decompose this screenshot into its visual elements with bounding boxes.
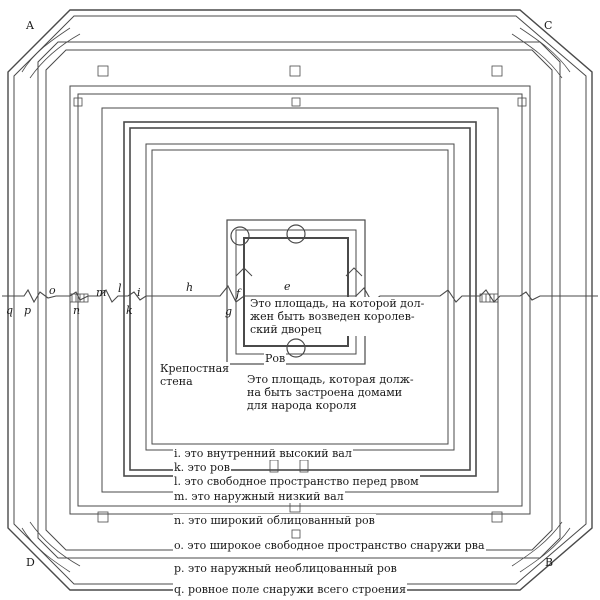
- corner-ornament-a: [21, 27, 81, 79]
- section-label-o: o: [49, 284, 56, 297]
- legend-item-p: p. это наружный необлицованный ров: [173, 562, 398, 575]
- palace-area-annotation: Это площадь, на которой дол- жен быть во…: [249, 297, 426, 336]
- corner-label-c: C: [544, 19, 553, 32]
- palace-area-line-1: Это площадь, на которой дол-: [250, 297, 425, 310]
- fortress-wall-outer: [226, 219, 366, 365]
- people-area-line-1: Это площадь, которая долж-: [247, 373, 414, 386]
- section-label-g: g: [225, 305, 233, 318]
- tower-nw: [230, 226, 250, 246]
- palace-area-line-3: ский дворец: [250, 323, 322, 336]
- section-label-h: h: [186, 281, 194, 294]
- legend-item-l: l. это свободное пространство перед рвом: [173, 475, 420, 488]
- tower-n: [286, 224, 306, 244]
- gate-markers: [73, 65, 527, 539]
- section-label-m: m: [96, 286, 107, 299]
- section-label-e: e: [284, 280, 291, 293]
- section-label-q: q: [6, 304, 14, 317]
- legend-item-n: n. это широкий облицованный ров: [173, 514, 376, 527]
- legend-item-o: o. это широкое свободное пространство сн…: [173, 539, 486, 552]
- people-area-line-3: для народа короля: [247, 399, 357, 412]
- fortress-moat: [243, 237, 349, 347]
- section-label-k: k: [126, 304, 133, 317]
- tower-s: [286, 338, 306, 358]
- section-label-i: i: [137, 286, 141, 299]
- outer-octagon: [7, 9, 593, 591]
- people-area-line-2: на быть застроена домами: [247, 386, 403, 399]
- corner-label-d: D: [26, 556, 35, 569]
- people-area-annotation: Это площадь, которая долж- на быть застр…: [246, 373, 415, 412]
- fortress-wall-line-1: Крепостная: [160, 362, 230, 375]
- legend-item-k: k. это ров: [173, 461, 231, 474]
- legend-item-m: m. это наружный низкий вал: [173, 490, 345, 503]
- section-label-p: p: [24, 304, 32, 317]
- gate-w: [235, 267, 253, 277]
- moat-annotation: Ров: [264, 352, 287, 365]
- legend-item-q: q. ровное поле снаружи всего строения: [173, 583, 408, 596]
- fortress-wall-line-2: стена: [160, 375, 193, 388]
- corner-ornament-c: [511, 27, 571, 79]
- section-label-n: n: [73, 304, 81, 317]
- corner-label-a: A: [26, 19, 34, 32]
- palace-area-line-2: жен быть возведен королев-: [250, 310, 415, 323]
- section-label-f: f: [236, 287, 241, 300]
- moat-n-inner: [45, 49, 553, 551]
- gate-e: [345, 267, 363, 277]
- corner-ornament-b: [511, 521, 571, 573]
- rampart-i-inner: [151, 149, 449, 445]
- legend-item-i: i. это внутренний высокий вал: [173, 447, 353, 460]
- outer-octagon-inner: [13, 15, 587, 585]
- corner-ornament-d: [21, 521, 81, 573]
- section-label-l: l: [118, 282, 122, 295]
- fortress-wall-inner: [235, 229, 357, 355]
- fortress-wall-annotation: Крепостная стена: [159, 362, 231, 388]
- corner-label-b: B: [545, 556, 554, 569]
- section-hatching: [69, 293, 499, 303]
- moat-n-outer: [37, 41, 561, 559]
